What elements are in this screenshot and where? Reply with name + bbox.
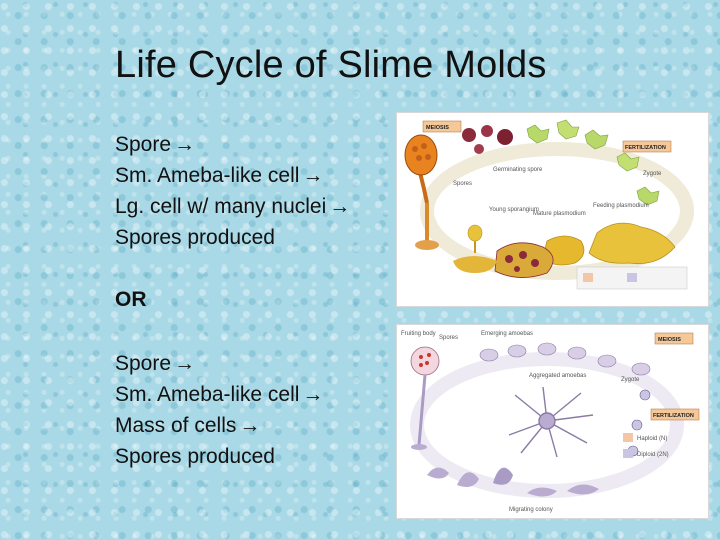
spores-icon (462, 125, 513, 154)
right-arrow-icon: → (174, 352, 196, 375)
germinating-spore-icon (526, 119, 660, 206)
right-arrow-icon: → (174, 133, 196, 156)
meiosis-label: MEIOSIS (658, 337, 681, 343)
life-cycle-list-1: Spore→ Sm. Ameba-like cell→ Lg. cell w/ … (115, 129, 350, 253)
young-sporangium-icon (453, 224, 497, 273)
fruiting-body-icon (410, 346, 440, 450)
spores-label: Spores (453, 181, 472, 187)
right-arrow-icon: → (239, 414, 261, 437)
list1-item: Sm. Ameba-like cell→ (115, 160, 350, 191)
right-arrow-icon: → (302, 164, 324, 187)
list2-item: Spore→ (115, 348, 323, 379)
haploid-legend-label: Haploid (N) (637, 436, 667, 442)
mature-plasmodium-icon (494, 242, 554, 278)
list1-item: Spore→ (115, 129, 350, 160)
migrating-colony-label: Migrating colony (509, 507, 553, 513)
diploid-swatch (627, 273, 637, 282)
haploid-swatch (583, 273, 593, 282)
cellular-cycle-svg: MEIOSIS FERTILIZATION (401, 331, 700, 513)
aggregated-amoebas-icon (508, 386, 594, 458)
fertilization-tag (622, 140, 672, 153)
slide-title: Life Cycle of Slime Molds (115, 44, 547, 86)
plasmodial-life-cycle-diagram: MEIOSIS FERTILIZATION (397, 113, 708, 306)
fertilization-label: FERTILIZATION (625, 145, 666, 151)
zygote-label: Zygote (621, 377, 640, 383)
spores-label: Spores (439, 335, 458, 341)
zygote-label: Zygote (643, 171, 662, 177)
feeding-plasmodium-icon (542, 222, 676, 266)
young-sporangium-label: Young sporangium (489, 207, 539, 213)
migrating-colony-icon (427, 467, 599, 497)
haploid-swatch (623, 433, 633, 442)
list2-item: Mass of cells→ (115, 410, 323, 441)
right-arrow-icon: → (302, 383, 324, 406)
fruiting-body-label: Fruiting body (401, 331, 436, 337)
amoebas-icon (479, 342, 651, 376)
mature-plasmodium-label: Mature plasmodium (533, 211, 586, 217)
list1-item: Lg. cell w/ many nuclei→ (115, 191, 350, 222)
list1-item: Spores produced (115, 226, 275, 249)
list2-item: Sm. Ameba-like cell→ (115, 379, 323, 410)
sporangium-icon (404, 134, 439, 250)
fertilization-tag (650, 408, 700, 421)
fertilization-label: FERTILIZATION (653, 413, 694, 419)
diploid-swatch (623, 449, 633, 458)
cellular-life-cycle-diagram: MEIOSIS FERTILIZATION (397, 325, 708, 518)
or-label: OR (115, 288, 147, 311)
aggregated-amoebas-label: Aggregated amoebas (529, 373, 586, 379)
list2-item: Spores produced (115, 445, 275, 468)
emerging-amoebas-label: Emerging amoebas (481, 331, 533, 337)
meiosis-tag (422, 120, 462, 133)
meiosis-label: MEIOSIS (426, 125, 449, 131)
meiosis-tag (654, 332, 694, 345)
life-cycle-list-2: Spore→ Sm. Ameba-like cell→ Mass of cell… (115, 348, 323, 472)
germinating-spore-label: Germinating spore (493, 167, 543, 173)
right-arrow-icon: → (329, 195, 351, 218)
zygote-icon (627, 389, 651, 457)
plasmodial-cycle-svg: MEIOSIS FERTILIZATION (404, 119, 694, 290)
diploid-legend-label: Diploid (2N) (637, 452, 669, 458)
feeding-plasmodium-label: Feeding plasmodium (593, 203, 649, 209)
